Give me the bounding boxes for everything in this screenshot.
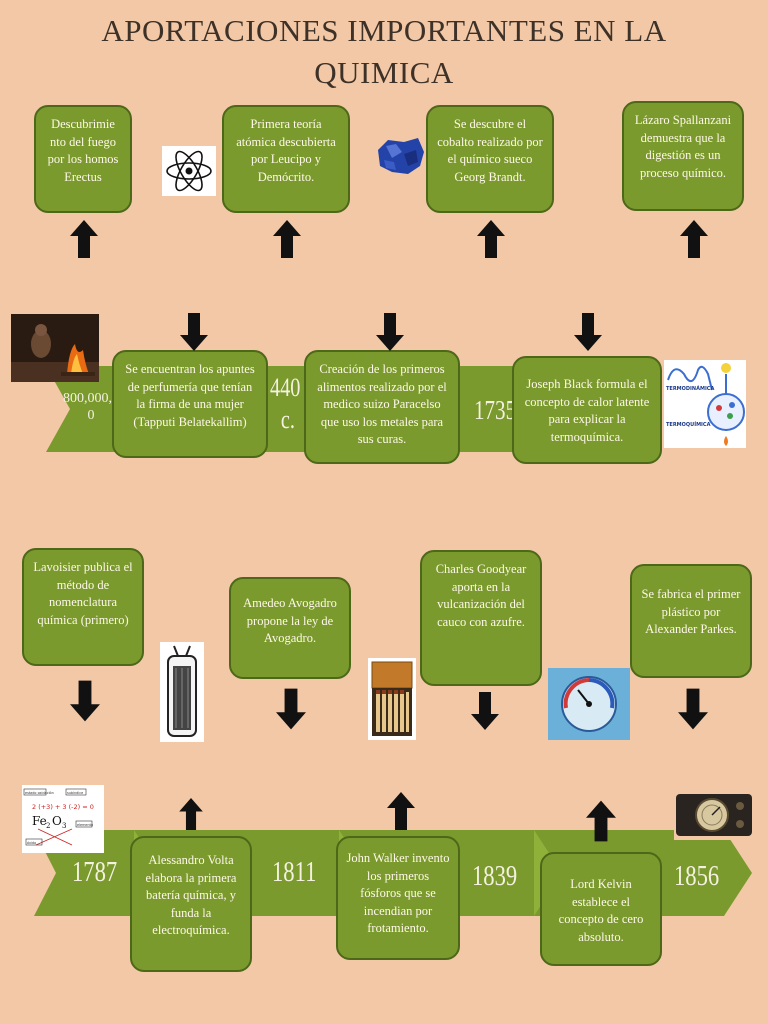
arrow-down-icon <box>678 688 708 730</box>
arrow-up-icon <box>179 798 203 830</box>
atom-icon <box>162 146 216 196</box>
year-label-1787: 1787 <box>72 856 118 888</box>
arrow-down-icon <box>471 692 499 730</box>
event-box-parkes: Se fabrica el primer plástico por Alexan… <box>630 564 752 678</box>
arrow-up-icon <box>273 220 301 258</box>
event-box-perfume: Se encuentran los apuntes de perfumería … <box>112 350 268 458</box>
year-label-440: 440 c. <box>270 373 301 434</box>
event-box-lavoisier: Lavoisier publica el método de nomenclat… <box>22 548 144 666</box>
arrow-down-icon <box>574 313 602 351</box>
event-box-black: Joseph Black formula el concepto de calo… <box>512 356 662 464</box>
event-box-walker: John Walker invento los primeros fósforo… <box>336 836 460 960</box>
arrow-down-icon <box>180 313 208 351</box>
cave-fire-image <box>11 314 99 382</box>
event-box-spallanzani: Lázaro Spallanzani demuestra que la dige… <box>622 101 744 211</box>
thermochemistry-diagram: TERMODINÁMICA TERMOQUÍMICA <box>664 360 746 448</box>
arrow-down-icon <box>276 688 306 730</box>
formula-o: O <box>52 814 62 828</box>
formula-tag-3: óxido <box>27 841 36 845</box>
year-label-1811: 1811 <box>272 856 317 888</box>
battery-image <box>160 642 204 742</box>
cobalt-mineral-icon <box>374 136 426 176</box>
year-label-1839: 1839 <box>472 860 518 892</box>
arrow-up-icon <box>680 220 708 258</box>
year-label-1856: 1856 <box>674 860 720 892</box>
event-box-kelvin: Lord Kelvin establece el concepto de cer… <box>540 852 662 966</box>
event-box-paracelso: Creación de los primeros alimentos reali… <box>304 350 460 464</box>
formula-tag-1: estado oxidación <box>25 791 54 795</box>
event-box-volta: Alessandro Volta elabora la primera bate… <box>130 836 252 972</box>
formula-fe: Fe <box>32 814 47 828</box>
title-line-2: QUIMICA <box>314 55 454 90</box>
title-line-1: APORTACIONES IMPORTANTES EN LA <box>101 13 667 48</box>
radio-image <box>674 790 754 840</box>
thermometer-dial-image <box>548 668 630 740</box>
event-box-atom: Primera teoría atómica descubierta por L… <box>222 105 350 213</box>
formula-sub-3: 3 <box>62 822 66 830</box>
page-title: APORTACIONES IMPORTANTES EN LA QUIMICA <box>0 10 768 94</box>
event-box-avogadro: Amedeo Avogadro propone la ley de Avogad… <box>229 577 351 679</box>
arrow-up-icon <box>70 220 98 258</box>
formula-tag-2: subíndice <box>67 791 83 795</box>
event-box-cobalt: Se descubre el cobalto realizado por el … <box>426 105 554 213</box>
year-label-800000: 800,000,0 0 <box>63 391 119 423</box>
arrow-up-icon <box>387 792 415 830</box>
arrow-up-icon <box>586 800 616 842</box>
year-label-1735: 1735 <box>474 395 517 425</box>
arrow-up-icon <box>477 220 505 258</box>
arrow-down-icon <box>376 313 404 351</box>
termodinamica-label: TERMODINÁMICA <box>666 385 714 392</box>
formula-sub-2: 2 <box>46 822 50 830</box>
formula-equation: 2 (+3) + 3 (-2) = 0 <box>32 803 94 811</box>
event-box-goodyear: Charles Goodyear aporta en la vulcanizac… <box>420 550 542 686</box>
arrow-down-icon <box>70 680 100 722</box>
event-box-fire: Descubrimie nto del fuego por los homos … <box>34 105 132 213</box>
matchbox-image <box>368 658 416 740</box>
formula-diagram: estado oxidación subíndice 2 (+3) + 3 (-… <box>22 785 104 853</box>
formula-tag-4: elemento <box>77 823 93 827</box>
termoquimica-label: TERMOQUÍMICA <box>666 420 711 428</box>
